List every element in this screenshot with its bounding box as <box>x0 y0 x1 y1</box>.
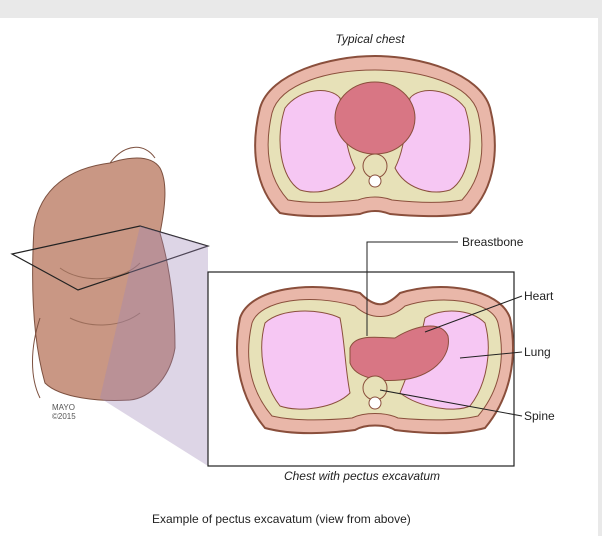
title-excavatum: Chest with pectus excavatum <box>284 469 440 483</box>
credit-mayo: MAYO <box>52 403 75 412</box>
label-lung: Lung <box>524 345 551 359</box>
figure-caption: Example of pectus excavatum (view from a… <box>152 512 411 526</box>
label-spine: Spine <box>524 409 555 423</box>
title-typical: Typical chest <box>335 32 405 46</box>
label-heart: Heart <box>524 289 554 303</box>
credit-year: ©2015 <box>52 412 76 421</box>
diagram-svg: Typical chest Chest with pectus excavatu… <box>0 18 598 536</box>
label-breastbone: Breastbone <box>462 235 524 249</box>
excavatum-chest-section <box>237 287 513 433</box>
typical-chest-section <box>255 56 495 216</box>
diagram-canvas: Typical chest Chest with pectus excavatu… <box>0 18 598 536</box>
